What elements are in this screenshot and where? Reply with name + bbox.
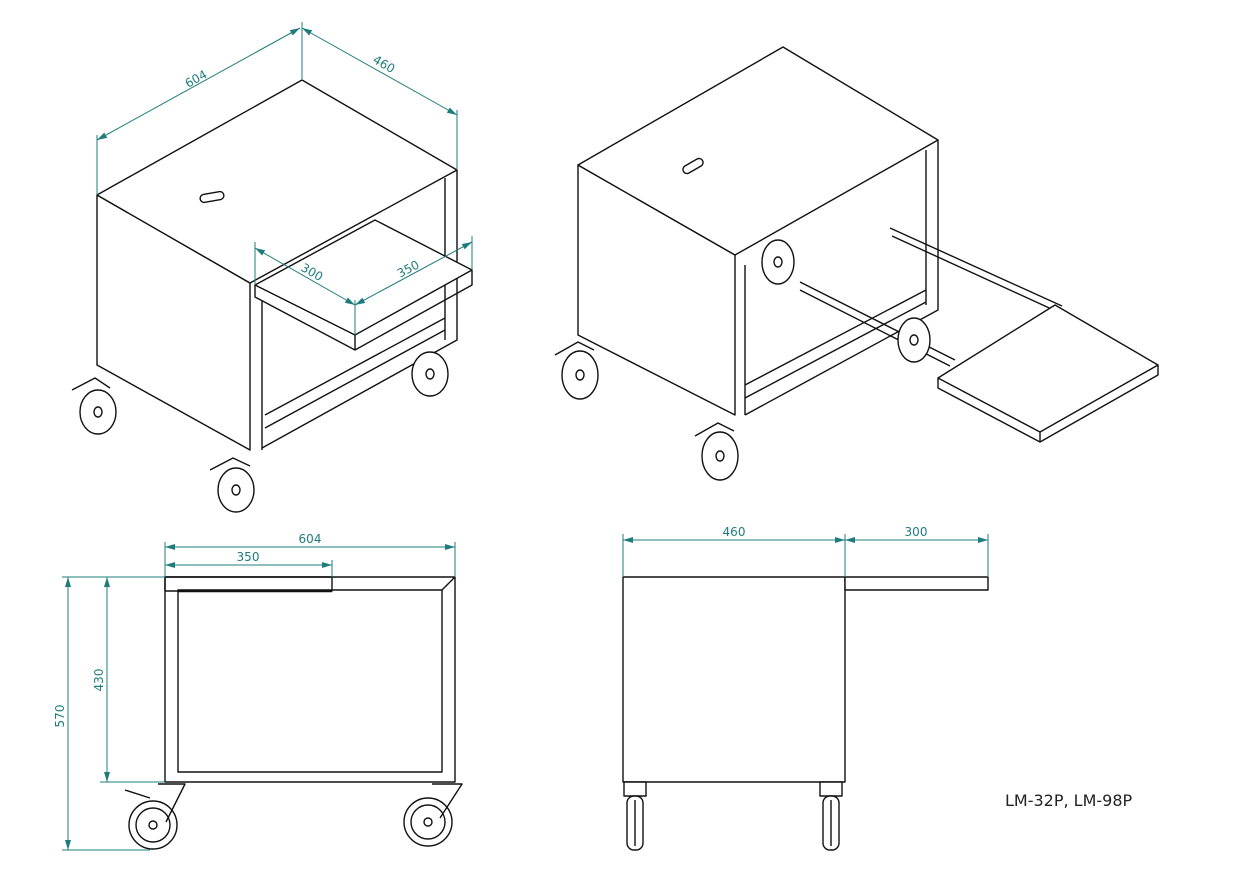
handle-slot <box>682 157 704 175</box>
model-label: LM-32P, LM-98P <box>1005 791 1133 810</box>
pullout-shelf <box>937 304 1159 433</box>
dim-total-height-label: 570 <box>53 705 67 728</box>
dim-frame-height-label: 430 <box>92 669 106 692</box>
front-view: 604 350 570 430 <box>53 532 463 851</box>
caster-wheel <box>694 422 739 481</box>
dim-width-label: 604 <box>183 67 210 90</box>
caster-wheel <box>124 783 186 850</box>
slide-rod <box>889 227 1063 307</box>
caster-wheel <box>554 341 599 400</box>
side-view: 460 300 <box>622 525 989 851</box>
pullout-shelf <box>844 576 989 591</box>
caster-wheel <box>819 781 843 851</box>
caster-wheel <box>403 783 463 847</box>
iso-view-extended <box>554 46 1159 481</box>
iso-view-shelf-out: 604 460 300 350 <box>71 22 473 513</box>
handle-slot <box>199 190 225 204</box>
caster-wheel <box>411 351 449 397</box>
dim-shelf-label: 350 <box>237 550 260 564</box>
dim-width-label: 604 <box>299 532 322 546</box>
dim-shelf-extension-label: 300 <box>905 525 928 539</box>
dim-depth-label: 460 <box>371 52 398 76</box>
caster-wheel <box>761 239 795 285</box>
caster-wheel <box>209 457 255 513</box>
dim-depth-label: 460 <box>723 525 746 539</box>
slide-rod <box>799 281 956 361</box>
caster-wheel <box>71 377 117 435</box>
caster-wheel <box>897 317 931 363</box>
caster-wheel <box>623 781 647 851</box>
